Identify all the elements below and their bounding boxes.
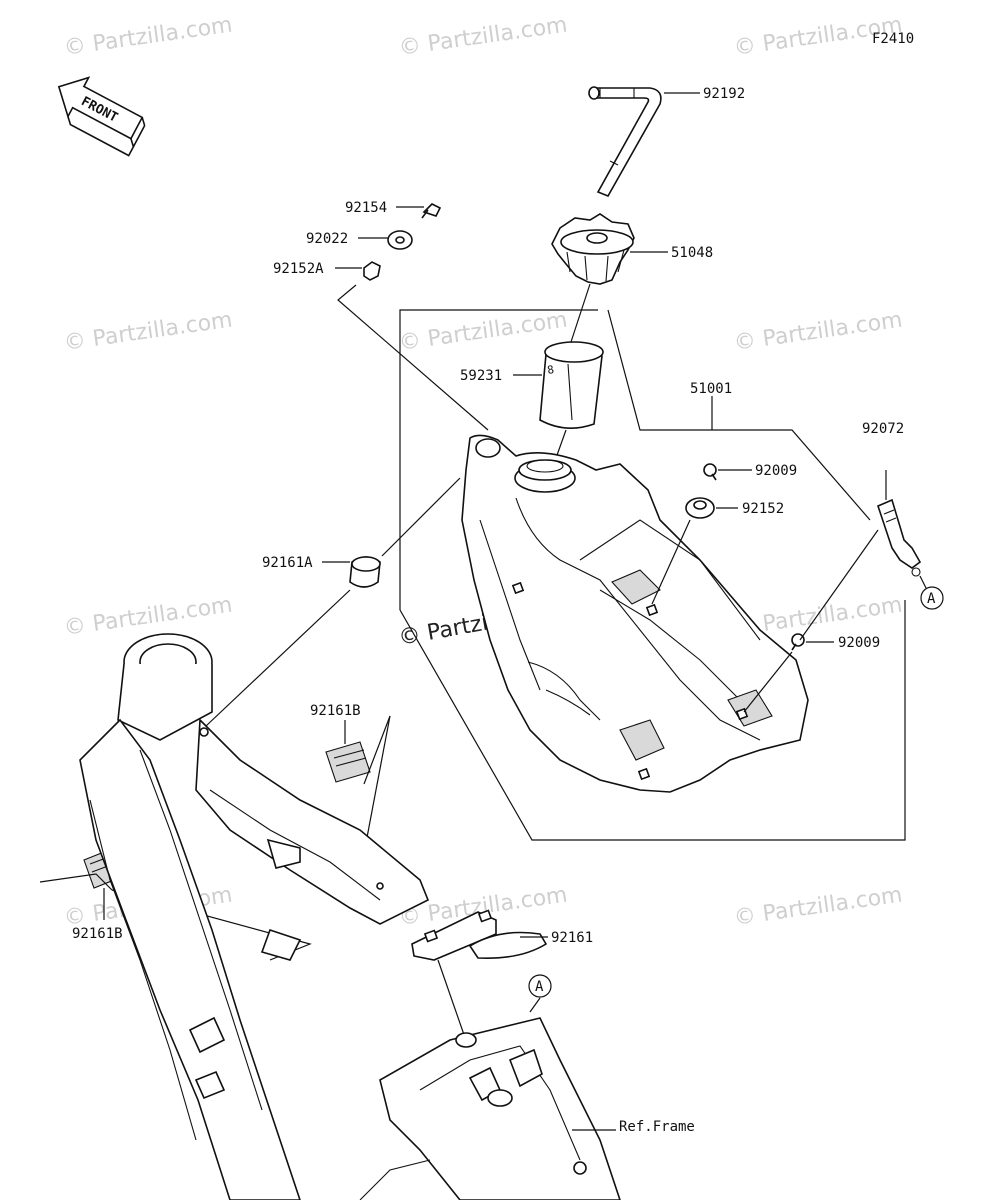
- callout-a-bottom-label: A: [535, 979, 544, 995]
- collar-92152a: [363, 261, 381, 281]
- part-label-92009-bottom: 92009: [838, 635, 880, 651]
- rubber-92161b-top: [325, 741, 371, 783]
- watermark-4: © Partzilla.com: [62, 308, 234, 356]
- strap-92072: [877, 498, 922, 577]
- part-label-92154: 92154: [345, 200, 387, 216]
- callout-a-right-label: A: [927, 591, 936, 607]
- part-label-92161a: 92161A: [262, 555, 313, 571]
- frame: [79, 633, 621, 1200]
- part-label-92022: 92022: [306, 231, 348, 247]
- part-label-92161b-top: 92161B: [310, 703, 361, 719]
- watermark-1: © Partzilla.com: [62, 13, 234, 61]
- part-label-92192: 92192: [703, 86, 745, 102]
- part-label-92161b-left: 92161B: [72, 926, 123, 942]
- part-label-92072: 92072: [862, 421, 904, 437]
- collar-92152: [685, 497, 715, 519]
- rubber-92161a: [349, 556, 381, 588]
- watermark-7: © Partzilla.com: [62, 593, 234, 641]
- bolt-92009-bottom: [791, 633, 805, 651]
- watermark-6: © Partzilla.com: [732, 308, 904, 356]
- bolt-92009-top: [703, 463, 717, 481]
- callout-a-bottom: A: [528, 974, 552, 998]
- watermark-2: © Partzilla.com: [397, 13, 569, 61]
- part-label-92009-top: 92009: [755, 463, 797, 479]
- callout-a-right: A: [920, 586, 944, 610]
- part-label-92152a: 92152A: [273, 261, 324, 277]
- watermark-11: © Partzilla.com: [732, 883, 904, 931]
- part-label-92152: 92152: [742, 501, 784, 517]
- washer-92022: [387, 230, 413, 250]
- ref-frame-label: Ref.Frame: [619, 1119, 695, 1135]
- bolt-92154: [421, 203, 442, 219]
- front-arrow-icon: FRONT: [57, 76, 146, 157]
- filler-neck: 8: [539, 341, 604, 429]
- part-label-51048: 51048: [671, 245, 713, 261]
- watermark-5: © Partzilla.com: [397, 308, 569, 356]
- breather-hose: [588, 86, 662, 198]
- part-label-92161: 92161: [551, 930, 593, 946]
- fuel-cap: [551, 213, 635, 285]
- part-label-59231: 59231: [460, 368, 502, 384]
- rubber-mount-92161: [411, 909, 548, 961]
- diagram-code: F2410: [872, 31, 914, 47]
- part-label-51001: 51001: [690, 381, 732, 397]
- svg-text:8: 8: [546, 363, 555, 377]
- fuel-tank: [461, 434, 809, 793]
